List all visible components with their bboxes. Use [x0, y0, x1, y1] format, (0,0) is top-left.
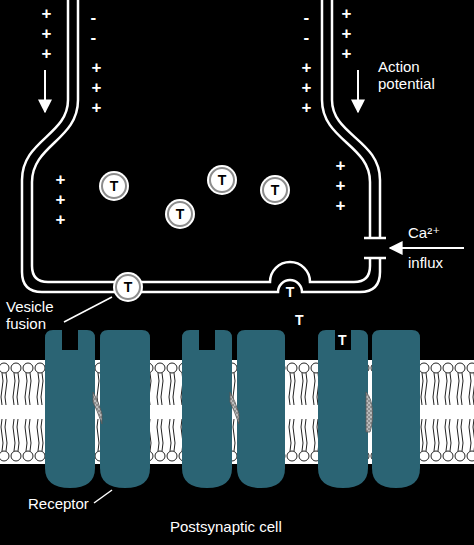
presynaptic-membrane	[22, 0, 380, 292]
synaptic-vesicle: T	[115, 274, 141, 300]
calcium-channel	[364, 238, 386, 258]
synaptic-vesicle: T	[262, 177, 288, 203]
transmitter-label: T	[218, 172, 227, 188]
part-label: Receptor	[28, 495, 89, 512]
synaptic-vesicle: T	[101, 173, 127, 199]
event-label: Vesicle fusion	[6, 298, 66, 332]
charge-sign: + + +	[40, 4, 53, 64]
receptor-channels	[45, 330, 420, 488]
charge-sign: + + +	[334, 156, 347, 216]
charge-sign: + + +	[340, 4, 353, 64]
charge-sign: + + +	[300, 58, 313, 118]
charge-sign: + + +	[90, 58, 103, 118]
transmitter-label: T	[271, 182, 280, 198]
charge-sign: - -	[300, 8, 313, 48]
ion-label: Ca²⁺ influx	[408, 218, 458, 278]
transmitter-label: T	[110, 178, 119, 194]
free-transmitter: T	[295, 312, 304, 328]
transmitter-label: T	[124, 279, 133, 295]
synaptic-vesicle: T	[167, 201, 193, 227]
bound-transmitter: T	[338, 332, 347, 348]
process-label: Action potential	[378, 58, 468, 92]
charge-sign: + + +	[54, 170, 67, 230]
synaptic-vesicle: T	[209, 167, 235, 193]
cell-label: Postsynaptic cell	[170, 518, 282, 535]
arrows	[45, 70, 464, 248]
leader-lines	[64, 297, 112, 503]
transmitter-label: T	[286, 284, 295, 300]
charge-sign: - -	[87, 8, 100, 48]
transmitter-label: T	[176, 206, 185, 222]
fusing-vesicle: T	[281, 283, 299, 301]
